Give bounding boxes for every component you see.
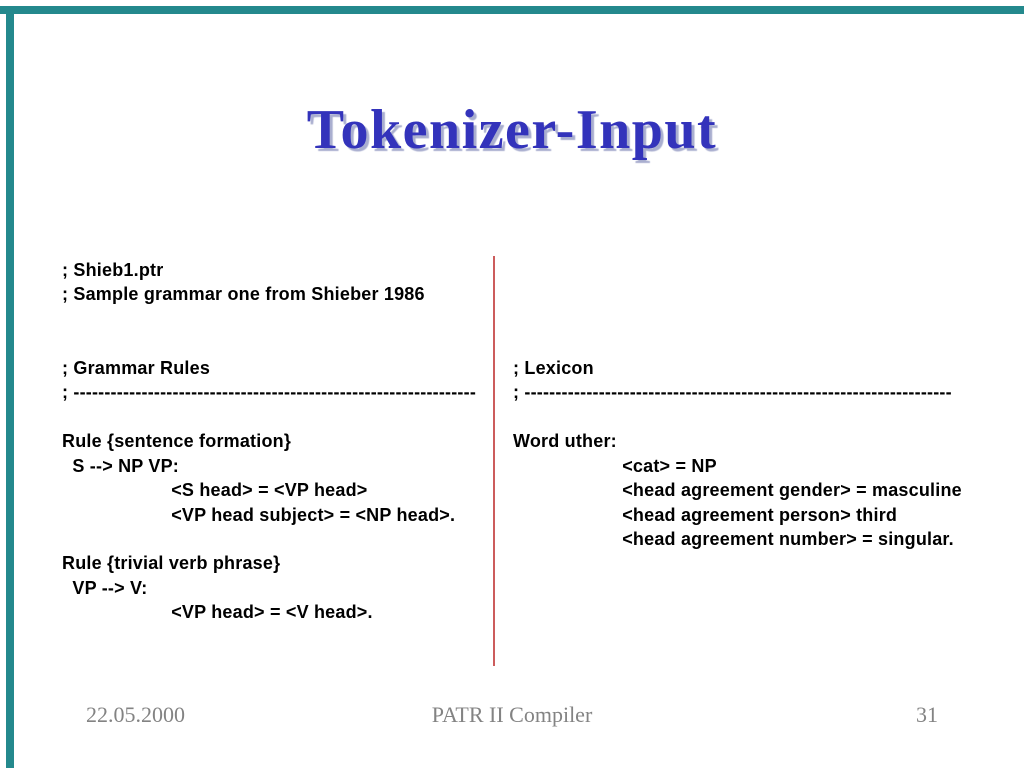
top-border-bar xyxy=(0,6,1024,14)
lexicon-code-block: ; Lexicon ; ----------------------------… xyxy=(513,358,962,550)
left-border-bar xyxy=(6,6,14,768)
grammar-rules-code-block: ; Shieb1.ptr ; Sample grammar one from S… xyxy=(62,260,477,623)
footer-date: 22.05.2000 xyxy=(86,702,185,727)
footer-presentation-title: PATR II Compiler xyxy=(431,702,593,727)
slide-footer: 22.05.2000 PATR II Compiler 31 xyxy=(0,702,1024,732)
slide-title: Tokenizer-Input xyxy=(306,99,718,161)
column-divider-line xyxy=(493,256,495,666)
footer-page-number: 31 xyxy=(916,702,938,727)
